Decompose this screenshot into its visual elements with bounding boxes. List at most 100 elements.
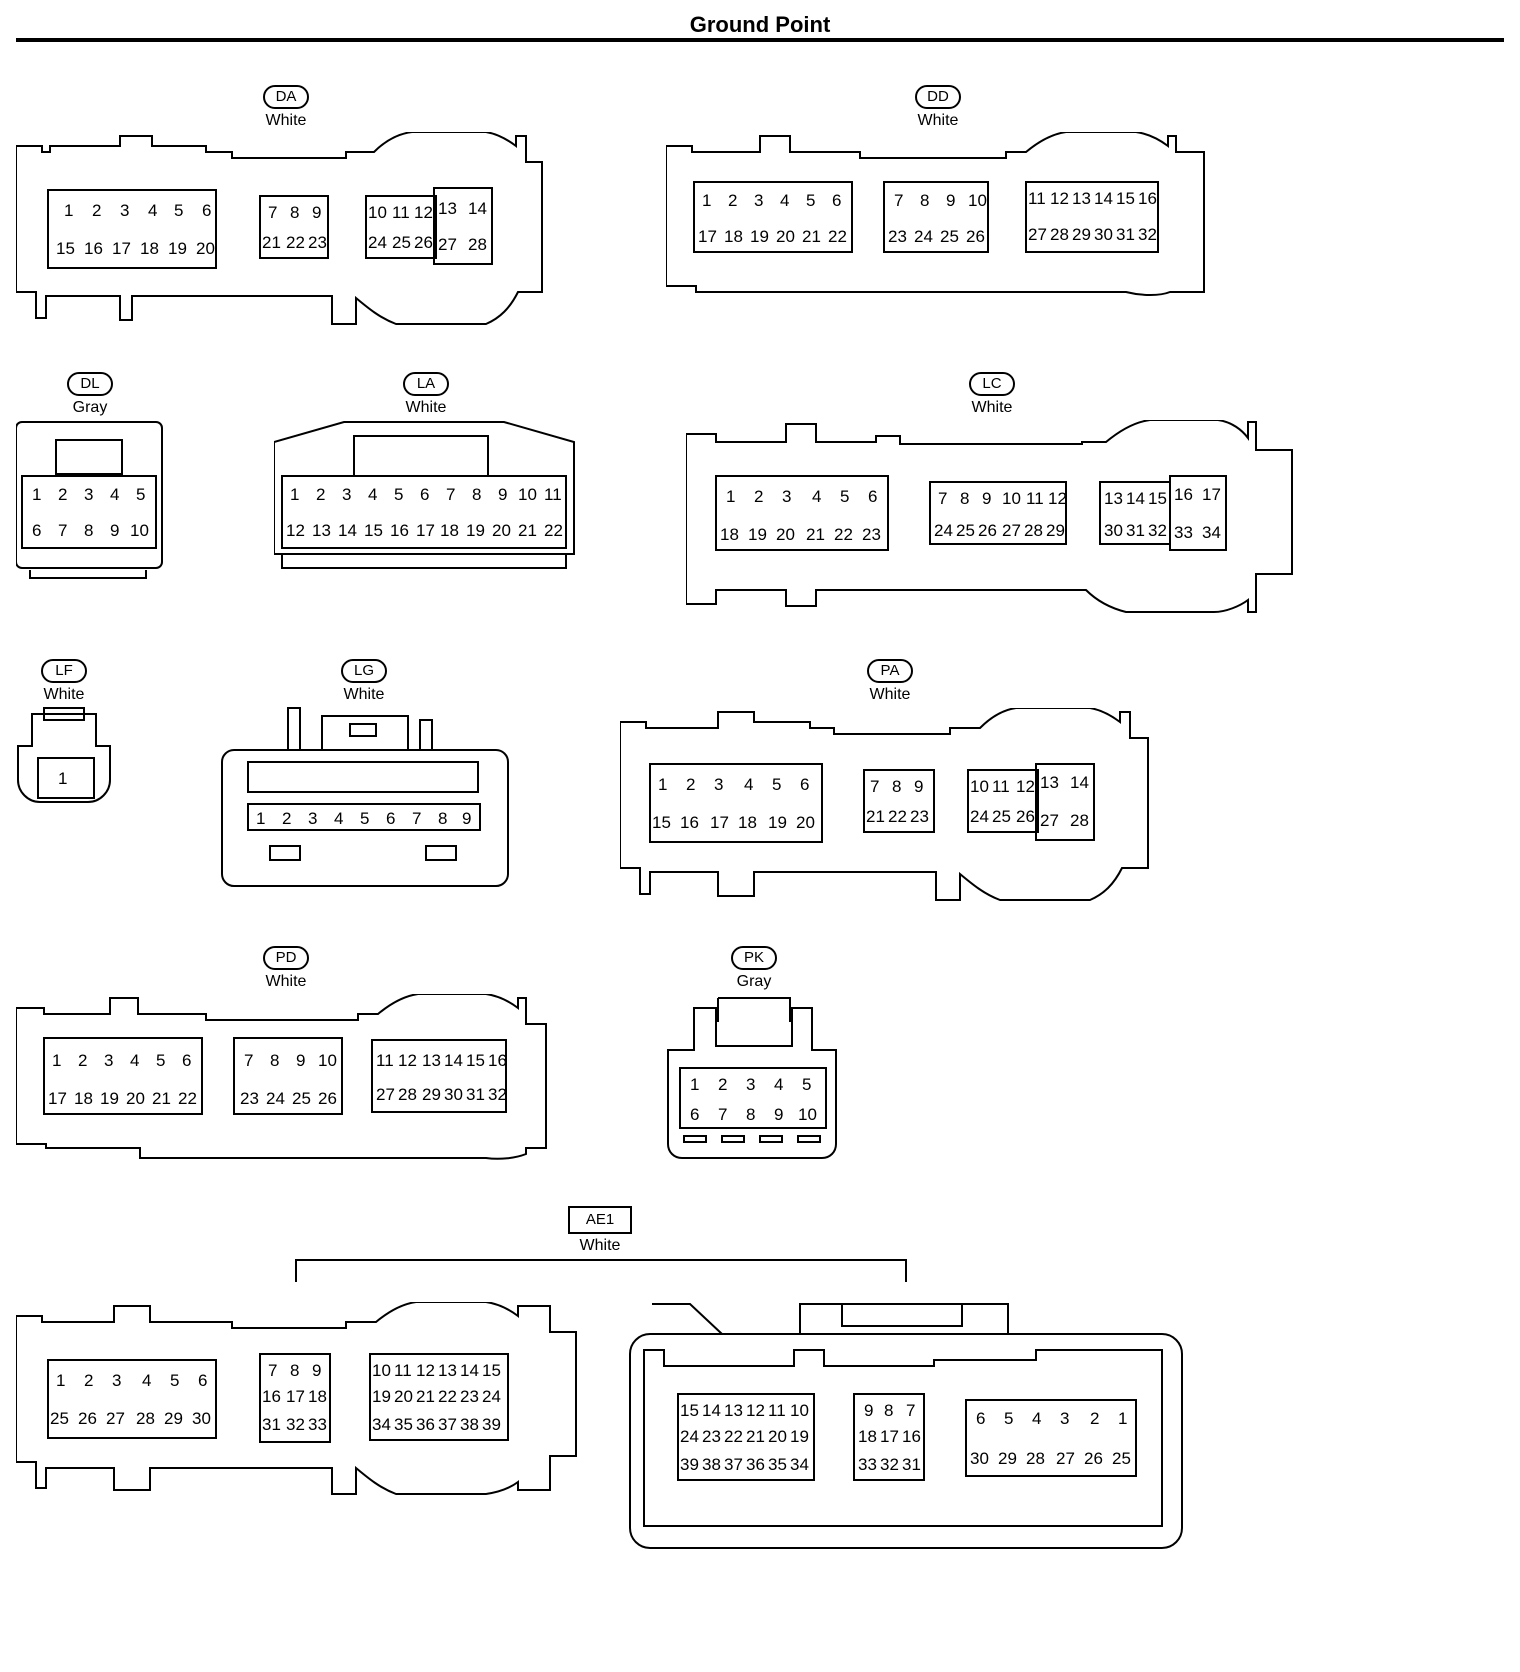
pin-number: 16 xyxy=(488,1051,507,1070)
pin-number: 3 xyxy=(84,485,93,504)
pin-number: 19 xyxy=(466,521,485,540)
pin-number: 1 xyxy=(56,1371,65,1390)
pin-number: 3 xyxy=(754,191,763,210)
pin-number: 32 xyxy=(1148,521,1167,540)
pin-group xyxy=(21,475,157,549)
pin-number: 30 xyxy=(970,1449,989,1468)
connector-code: AE1 xyxy=(567,1206,633,1234)
pin-number: 2 xyxy=(1090,1409,1099,1428)
pin-number: 7 xyxy=(412,809,421,828)
pin-number: 3 xyxy=(714,775,723,794)
title-rule xyxy=(16,38,1504,42)
connector-color: Gray xyxy=(72,399,108,416)
pin-number: 18 xyxy=(858,1427,877,1446)
pin-number: 9 xyxy=(946,191,955,210)
pin-number: 10 xyxy=(1002,489,1021,508)
pin-number: 1 xyxy=(1118,1409,1127,1428)
pin-number: 17 xyxy=(416,521,435,540)
connector-color: White xyxy=(343,686,385,703)
connector-code: PA xyxy=(867,659,913,683)
pin-number: 15 xyxy=(56,239,75,258)
pin-number: 17 xyxy=(112,239,131,258)
pin-number: 5 xyxy=(772,775,781,794)
connector-code: LA xyxy=(403,372,449,396)
pin-number: 36 xyxy=(746,1455,765,1474)
pin-number: 8 xyxy=(290,1361,299,1380)
pin-number: 25 xyxy=(956,521,975,540)
pin-group xyxy=(43,1037,507,1115)
pin-number: 14 xyxy=(1070,773,1089,792)
pin-number: 35 xyxy=(394,1415,413,1434)
pin-group xyxy=(649,763,1095,843)
pin-number: 8 xyxy=(290,203,299,222)
pin-number: 9 xyxy=(864,1401,873,1420)
pin-number: 21 xyxy=(416,1387,435,1406)
pin-number: 27 xyxy=(376,1085,395,1104)
pin-number: 24 xyxy=(368,233,387,252)
pin-number: 28 xyxy=(136,1409,155,1428)
pin-number: 19 xyxy=(750,227,769,246)
pin-number: 19 xyxy=(768,813,787,832)
page-title: Ground Point xyxy=(689,12,831,37)
pin-number: 19 xyxy=(168,239,187,258)
pin-number: 17 xyxy=(710,813,729,832)
pin-number: 7 xyxy=(938,489,947,508)
pin-number: 30 xyxy=(1104,521,1123,540)
pin-number: 3 xyxy=(308,809,317,828)
pin-number: 16 xyxy=(84,239,103,258)
pin-number: 32 xyxy=(880,1455,899,1474)
pin-number: 1 xyxy=(702,191,711,210)
pin-number: 30 xyxy=(1094,225,1113,244)
pin-number: 1 xyxy=(256,809,265,828)
pin-number: 2 xyxy=(58,485,67,504)
pin-number: 8 xyxy=(746,1105,755,1124)
pin-number: 27 xyxy=(1056,1449,1075,1468)
pin-number: 3 xyxy=(112,1371,121,1390)
pin-number: 12 xyxy=(1016,777,1035,796)
pin-number: 1 xyxy=(726,487,735,506)
connector-color: White xyxy=(405,399,447,416)
pin-number: 15 xyxy=(652,813,671,832)
pin-number: 29 xyxy=(422,1085,441,1104)
pin-number: 8 xyxy=(84,521,93,540)
pin-number: 23 xyxy=(460,1387,479,1406)
pin-number: 26 xyxy=(966,227,985,246)
pin-number: 31 xyxy=(466,1085,485,1104)
pin-number: 22 xyxy=(286,233,305,252)
pin-number: 1 xyxy=(658,775,667,794)
pin-number: 5 xyxy=(806,191,815,210)
pin-number: 1 xyxy=(690,1075,699,1094)
pin-number: 14 xyxy=(1126,489,1145,508)
pin-number: 14 xyxy=(468,199,487,218)
pin-number: 33 xyxy=(858,1455,877,1474)
pin-number: 34 xyxy=(1202,523,1221,542)
pin-number: 17 xyxy=(698,227,717,246)
pin-number: 22 xyxy=(724,1427,743,1446)
connector-color: White xyxy=(265,973,307,990)
pin-number: 27 xyxy=(1040,811,1059,830)
pin-number: 9 xyxy=(296,1051,305,1070)
pin-number: 4 xyxy=(142,1371,151,1390)
pin-number: 11 xyxy=(544,485,562,504)
pin-number: 30 xyxy=(444,1085,463,1104)
pin-number: 7 xyxy=(268,203,277,222)
pin-number: 22 xyxy=(178,1089,197,1108)
pin-number: 22 xyxy=(544,521,563,540)
pin-number: 33 xyxy=(1174,523,1193,542)
pin-number: 6 xyxy=(976,1409,985,1428)
connector-code: DA xyxy=(263,85,309,109)
pin-number: 13 xyxy=(1072,189,1091,208)
pin-number: 17 xyxy=(1202,485,1221,504)
pin-number: 6 xyxy=(420,485,429,504)
pin-number: 21 xyxy=(152,1089,171,1108)
pin-number: 14 xyxy=(338,521,357,540)
pin-number: 23 xyxy=(308,233,327,252)
pin-number: 12 xyxy=(398,1051,417,1070)
pin-number: 39 xyxy=(680,1455,699,1474)
pin-number: 23 xyxy=(862,525,881,544)
